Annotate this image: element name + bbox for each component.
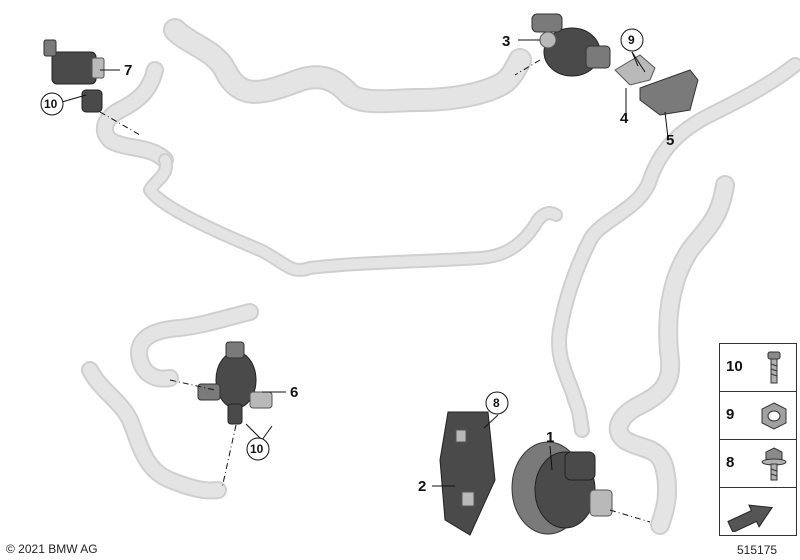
small-parts-legend: 10 9 8 — [719, 343, 797, 536]
copyright-text: © 2021 BMW AG — [6, 542, 98, 556]
legend-number: 9 — [726, 406, 735, 423]
callout-10a: 10 — [44, 97, 58, 111]
part-1-pump — [511, 441, 613, 535]
part-7-valve — [43, 39, 105, 113]
callout-8-circle — [485, 391, 509, 415]
callout-10b: 10 — [250, 442, 264, 456]
leader-lines — [61, 39, 669, 523]
part-6-valve — [197, 341, 273, 425]
direction-arrow-icon — [727, 504, 774, 532]
hose-group — [81, 18, 800, 535]
legend-number: 10 — [726, 358, 743, 375]
part-4-5-bracket — [614, 54, 699, 116]
callouts: 1 2 3 4 5 6 7 8 9 10 10 — [40, 28, 674, 495]
legend-item-9: 9 — [719, 391, 797, 439]
part-3-pump — [531, 13, 611, 77]
callout-7: 7 — [124, 62, 132, 79]
callout-3: 3 — [502, 33, 510, 50]
callout-8: 8 — [493, 396, 500, 410]
legend-number: 8 — [726, 454, 735, 471]
callout-10b-circle — [246, 437, 270, 461]
screw-icon — [767, 351, 781, 384]
legend-item-direction — [719, 487, 797, 536]
callout-6: 6 — [290, 384, 298, 401]
callout-2: 2 — [418, 478, 426, 495]
callout-9: 9 — [628, 33, 635, 47]
callout-9-circle — [620, 28, 644, 52]
hex-nut-icon — [761, 402, 787, 430]
callout-10a-circle — [40, 92, 64, 116]
callout-1: 1 — [546, 429, 554, 446]
legend-item-10: 10 — [719, 343, 797, 391]
legend-item-8: 8 — [719, 439, 797, 487]
callout-4: 4 — [620, 110, 629, 127]
callout-5: 5 — [666, 132, 674, 149]
flange-bolt-icon — [761, 447, 787, 481]
part-2-bracket — [439, 411, 496, 536]
diagram-number: 515175 — [737, 543, 778, 557]
